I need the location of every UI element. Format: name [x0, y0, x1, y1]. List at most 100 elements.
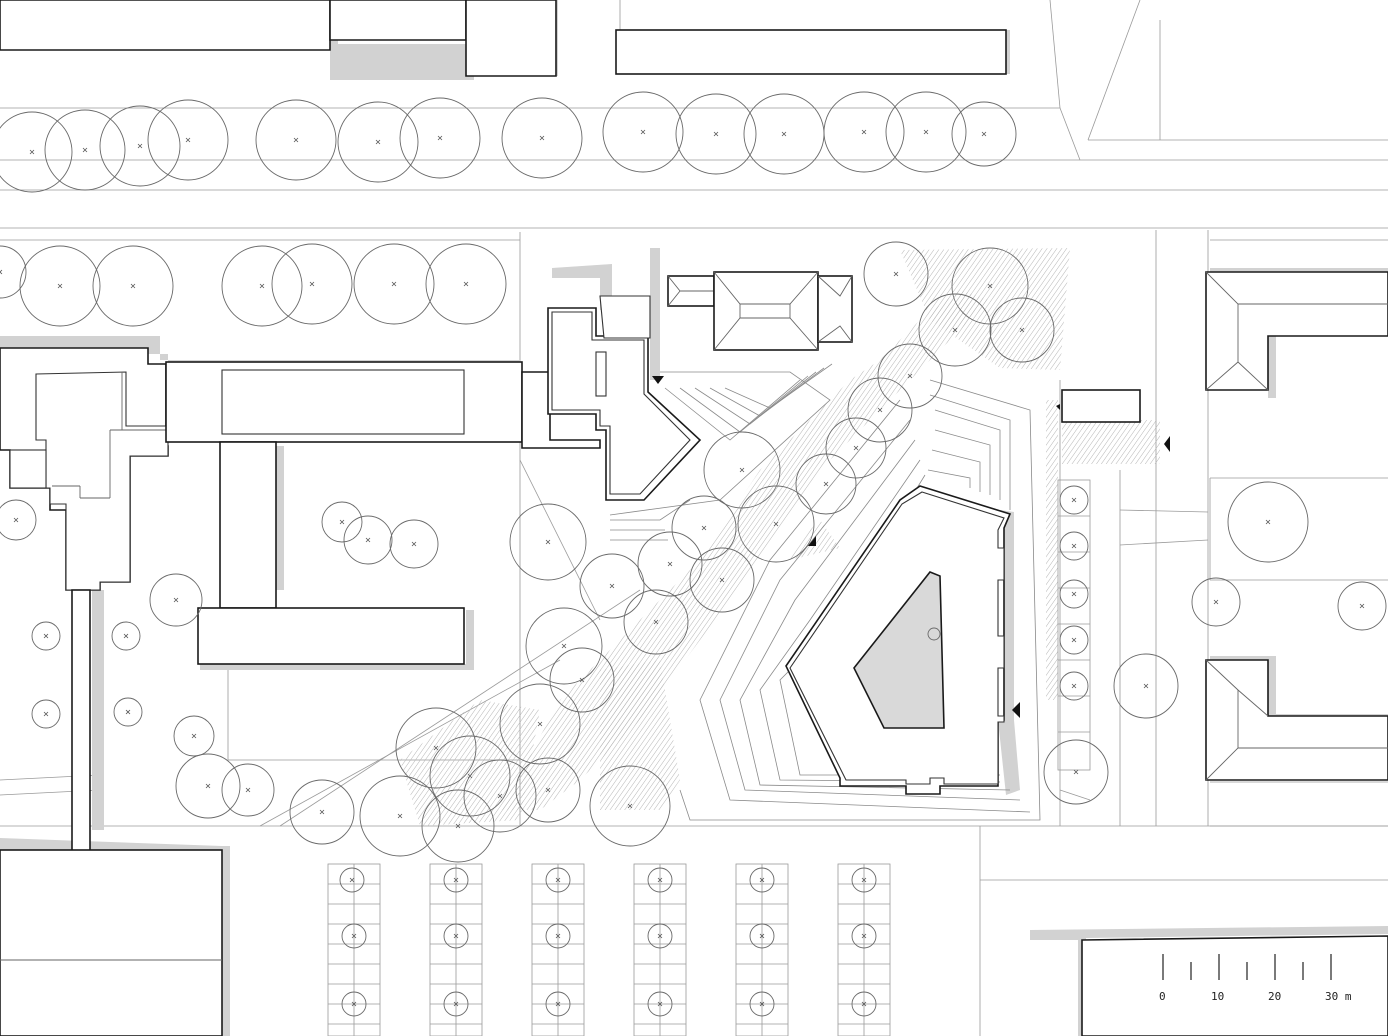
- tree-icon: [851, 991, 877, 1017]
- entrance-arrow-icon: [652, 376, 664, 384]
- tree-icon: [31, 699, 61, 729]
- tree-icon: [885, 91, 967, 173]
- tree-center-mark: [13, 517, 19, 523]
- tree-center-mark: [713, 131, 719, 137]
- tree-icon: [1059, 485, 1089, 515]
- tree-center-mark: [455, 823, 461, 829]
- tree-center-mark: [1213, 599, 1219, 605]
- tree-icon: [395, 707, 477, 789]
- tree-center-mark: [43, 633, 49, 639]
- tree-center-mark: [701, 525, 707, 531]
- tree-center-mark: [1073, 769, 1079, 775]
- tree-icon: [989, 297, 1055, 363]
- tree-center-mark: [537, 721, 543, 727]
- entrance-arrow-icon: [1056, 404, 1060, 410]
- tree-center-mark: [667, 561, 673, 567]
- tree-center-mark: [759, 1001, 765, 1007]
- tree-icon: [1059, 531, 1089, 561]
- tree-center-mark: [653, 619, 659, 625]
- tree-icon: [1337, 581, 1387, 631]
- tree-center-mark: [1359, 603, 1365, 609]
- tree-center-mark: [923, 129, 929, 135]
- tree-icon: [399, 97, 481, 179]
- tree-icon: [341, 991, 367, 1017]
- tree-center-mark: [952, 327, 958, 333]
- tree-center-mark: [861, 1001, 867, 1007]
- tree-icon: [221, 245, 303, 327]
- tree-icon: [113, 697, 143, 727]
- tree-center-mark: [365, 537, 371, 543]
- scale-bar: 0 10 20 30 m: [1159, 954, 1352, 1003]
- tree-center-mark: [1071, 637, 1077, 643]
- tree-center-mark: [185, 137, 191, 143]
- tree-center-mark: [351, 1001, 357, 1007]
- tree-icon: [0, 245, 27, 299]
- tree-center-mark: [82, 147, 88, 153]
- scale-label-0: 0: [1159, 990, 1166, 1003]
- tree-icon: [0, 499, 37, 541]
- tree-center-mark: [1143, 683, 1149, 689]
- tree-icon: [795, 453, 857, 515]
- tree-icon: [271, 243, 353, 325]
- tree-center-mark: [205, 783, 211, 789]
- tree-icon: [147, 99, 229, 181]
- tree-icon: [44, 109, 126, 191]
- tree-center-mark: [539, 135, 545, 141]
- tree-icon: [602, 91, 684, 173]
- tree-icon: [515, 757, 581, 823]
- tree-icon: [31, 621, 61, 651]
- tree-icon: [749, 923, 775, 949]
- tree-center-mark: [57, 283, 63, 289]
- tree-center-mark: [657, 1001, 663, 1007]
- tree-center-mark: [981, 131, 987, 137]
- tree-center-mark: [823, 481, 829, 487]
- tree-icon: [359, 775, 441, 857]
- tree-center-mark: [351, 933, 357, 939]
- tree-icon: [443, 991, 469, 1017]
- tree-icon: [443, 923, 469, 949]
- tree-center-mark: [657, 877, 663, 883]
- tree-center-mark: [125, 709, 131, 715]
- tree-center-mark: [463, 281, 469, 287]
- tree-center-mark: [1265, 519, 1271, 525]
- tree-icon: [1113, 653, 1179, 719]
- tree-icon: [289, 779, 355, 845]
- tree-icon: [579, 553, 645, 619]
- tree-icon: [221, 763, 275, 817]
- tree-center-mark: [555, 933, 561, 939]
- tree-center-mark: [781, 131, 787, 137]
- entrance-arrow-icon: [1164, 436, 1170, 452]
- tree-icon: [545, 923, 571, 949]
- tree-center-mark: [137, 143, 143, 149]
- tree-center-mark: [43, 711, 49, 717]
- scale-label-30: 30 m: [1325, 990, 1352, 1003]
- tree-icon: [99, 105, 181, 187]
- tree-center-mark: [640, 129, 646, 135]
- tree-center-mark: [893, 271, 899, 277]
- tree-center-mark: [411, 541, 417, 547]
- tree-center-mark: [173, 597, 179, 603]
- tree-icon: [0, 111, 73, 193]
- tree-center-mark: [739, 467, 745, 473]
- tree-center-mark: [759, 933, 765, 939]
- scale-label-10: 10: [1211, 990, 1224, 1003]
- tree-center-mark: [339, 519, 345, 525]
- tree-center-mark: [130, 283, 136, 289]
- tree-icon: [549, 647, 615, 713]
- tree-center-mark: [391, 281, 397, 287]
- tree-icon: [509, 503, 587, 581]
- tree-icon: [421, 789, 495, 863]
- tree-center-mark: [545, 787, 551, 793]
- tree-icon: [1059, 579, 1089, 609]
- tree-center-mark: [1071, 683, 1077, 689]
- tree-center-mark: [497, 793, 503, 799]
- tree-icon: [647, 867, 673, 893]
- tree-center-mark: [609, 583, 615, 589]
- tree-icon: [589, 765, 671, 847]
- tree-icon: [255, 99, 337, 181]
- tree-center-mark: [555, 1001, 561, 1007]
- tree-center-mark: [29, 149, 35, 155]
- tree-center-mark: [123, 633, 129, 639]
